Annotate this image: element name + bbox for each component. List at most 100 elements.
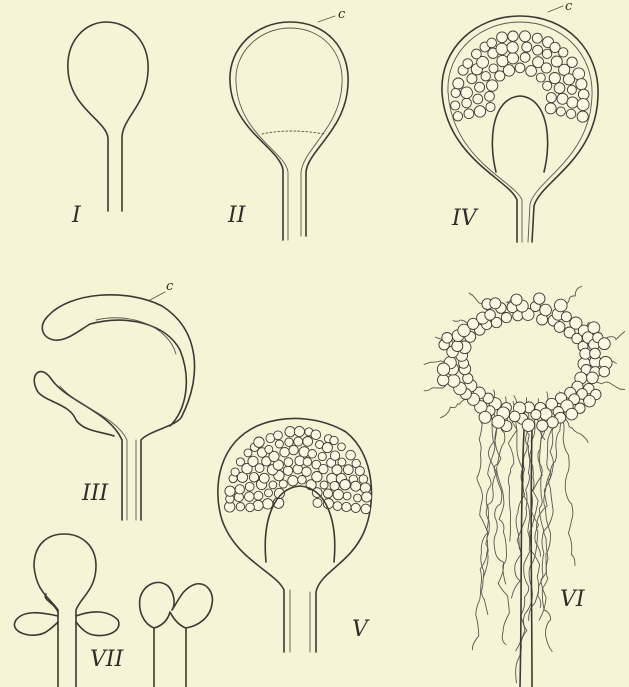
spore-cell [540, 304, 552, 316]
spore-cell [294, 437, 303, 446]
spore-cell [467, 74, 477, 84]
spore-cell [515, 63, 525, 73]
spore-cell [263, 499, 273, 509]
spore-cell [346, 450, 356, 460]
spore-cell [546, 93, 556, 103]
spore-cell [507, 42, 518, 53]
spore-cell [259, 473, 269, 483]
spore-cell [509, 411, 520, 422]
spore-cell [342, 502, 351, 511]
spore-cell [333, 502, 342, 511]
spore-cell [598, 338, 610, 350]
spore-cell [473, 94, 483, 104]
spore-cell [225, 486, 235, 496]
hypha [472, 409, 499, 649]
spore-cell [360, 483, 370, 493]
spore-cell [351, 503, 360, 512]
spore-cell [584, 395, 596, 407]
spore-cell [464, 109, 474, 119]
spore-cell [556, 107, 565, 116]
spore-cell [566, 408, 578, 420]
figure-label-vii: VII [90, 647, 125, 672]
spore-cell [289, 445, 298, 454]
spore-cell [245, 482, 254, 491]
spore-cell [537, 420, 548, 431]
figure-iii-sporangium: c III [34, 279, 194, 520]
spore-cell [280, 447, 290, 457]
spore-cell [541, 63, 551, 73]
spore-cell [294, 426, 304, 436]
spore-cell [285, 438, 293, 446]
spore-cell [362, 492, 372, 502]
spore-cell [501, 313, 511, 323]
spore-cell [486, 103, 495, 112]
spore-cell [235, 485, 244, 494]
spore-cell [451, 88, 460, 97]
spore-cell [543, 81, 552, 90]
spore-cell [487, 80, 498, 91]
figure-vi-germinating-spores: VI [424, 286, 625, 687]
spore-cell [318, 452, 326, 460]
figure-vii-sporangia: VII [14, 534, 212, 687]
spore-cell [275, 440, 283, 448]
spore-cell [359, 475, 368, 484]
spore-cell [497, 55, 508, 66]
spore-cell [343, 465, 353, 475]
figure-label-v: V [352, 617, 370, 642]
spore-cell [338, 458, 346, 466]
spore-cell [461, 87, 473, 99]
figure-ii-sporangium: c II [227, 7, 348, 240]
spore-cell [231, 468, 239, 476]
spore-cell [545, 103, 556, 114]
spore-cell [497, 32, 508, 43]
figure-iv-sporangium: c IV [442, 0, 598, 242]
hypha [538, 399, 552, 652]
spore-cell [308, 450, 317, 459]
spore-cell [245, 492, 255, 502]
spore-cell [479, 411, 491, 423]
spore-cell [285, 427, 295, 437]
spore-cell [269, 481, 277, 489]
spore-cell [542, 49, 551, 58]
spore-cell [303, 437, 313, 447]
spore-cell [531, 410, 541, 420]
spore-cell [492, 415, 505, 428]
spore-cell [507, 53, 518, 64]
spore-cell [520, 31, 531, 42]
spore-cell [323, 489, 332, 498]
spore-cell [577, 111, 588, 122]
spore-cell [340, 480, 350, 490]
spore-cell [311, 430, 321, 440]
spore-cell [554, 322, 565, 333]
figure-label-iii: III [81, 481, 109, 506]
label-c-iv: c [565, 0, 573, 14]
figure-label-iv: IV [451, 206, 479, 231]
spore-cell [236, 503, 244, 511]
spore-cell [559, 48, 568, 57]
spore-cell [330, 451, 339, 460]
spore-cell [463, 59, 473, 69]
figure-label-ii: II [227, 203, 247, 228]
spore-cell [587, 372, 599, 384]
spore-cell [567, 97, 578, 108]
spore-cell [489, 64, 498, 73]
spore-cell [561, 312, 571, 322]
spore-cell [573, 68, 585, 80]
spore-cell [303, 458, 312, 467]
spore-cell [246, 503, 255, 512]
spore-cell [599, 366, 610, 377]
spore-cell [355, 467, 364, 476]
spore-cell [453, 112, 462, 121]
spore-cell [534, 293, 545, 304]
cell-cluster-iv [451, 31, 589, 122]
label-c-iii: c [166, 279, 174, 294]
spore-cell [442, 333, 453, 344]
spore-cell [320, 481, 328, 489]
figure-label-i: I [71, 203, 82, 228]
spore-cell [330, 436, 338, 444]
spore-cell [508, 31, 518, 41]
label-c-ii: c [338, 7, 346, 22]
spore-cell [248, 456, 258, 466]
spore-cell [351, 481, 361, 491]
